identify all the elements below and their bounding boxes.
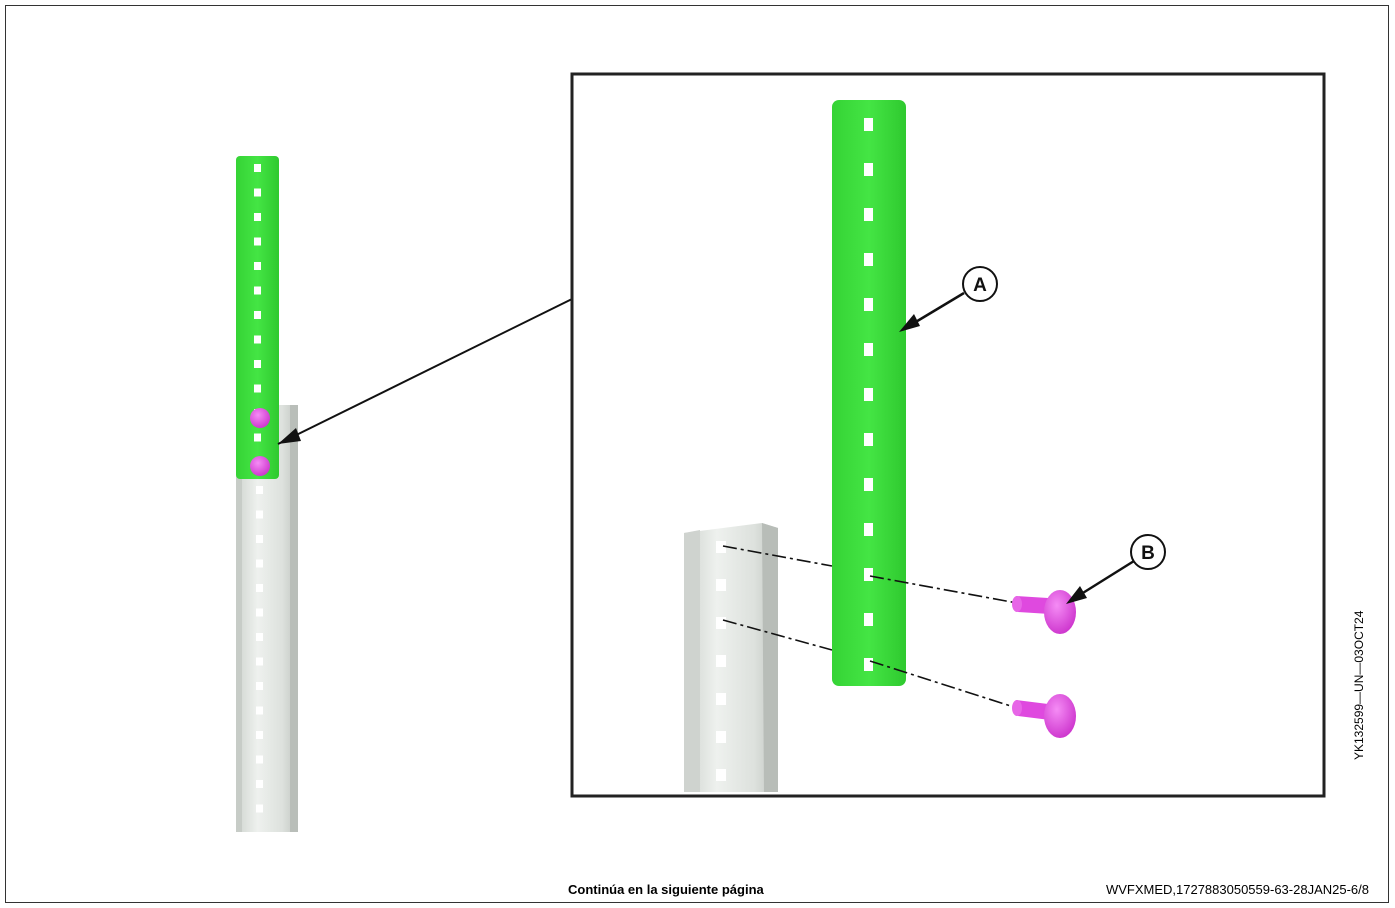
figure-id: YK132599—UN—03OCT24: [1352, 610, 1366, 760]
detail-post-hole: [716, 655, 726, 667]
post-hole: [256, 486, 263, 494]
page-frame: [5, 5, 1389, 903]
strip-hole: [254, 286, 261, 295]
detail-strip-hole: [864, 523, 873, 536]
post-hole: [256, 559, 263, 568]
post-hole: [256, 731, 263, 739]
strip-hole: [254, 433, 261, 442]
detail-strip-hole: [864, 568, 873, 581]
strip-hole: [254, 311, 261, 319]
strip-hole: [254, 164, 261, 172]
post-hole: [256, 633, 263, 641]
zoom-leader-arrowhead: [278, 428, 301, 444]
rivet-upper: [250, 408, 270, 428]
detail-post-hole: [716, 541, 726, 553]
strip-hole: [254, 262, 261, 270]
detail-rivet-upper: [1012, 590, 1076, 634]
callout-b-label: B: [1141, 543, 1155, 564]
alignment-line-lower-back: [722, 619, 833, 651]
callout-b-arrowhead: [1066, 586, 1087, 604]
detail-strip-hole: [864, 163, 873, 176]
strip-hole: [254, 237, 261, 246]
detail-post-hole: [716, 693, 726, 705]
callout-a-label: A: [973, 275, 987, 296]
detail-strip-hole: [864, 658, 873, 671]
zoom-leader-line: [277, 298, 573, 445]
post-hole: [256, 780, 263, 788]
detail-strip-hole: [864, 388, 873, 401]
rivet-lower: [250, 456, 270, 476]
post-hole: [256, 706, 263, 715]
document-code: WVFXMED,1727883050559-63-28JAN25-6/8: [1105, 882, 1369, 897]
alignment-line-upper-back: [722, 545, 833, 567]
detail-strip-hole: [864, 298, 873, 311]
detail-post-hole: [716, 579, 726, 591]
strip-hole: [254, 360, 261, 368]
detail-post: [684, 523, 778, 792]
strip-hole: [254, 335, 261, 344]
callout-b-circle: [1130, 534, 1166, 570]
post-hole: [256, 535, 263, 543]
strip-holes: [254, 164, 261, 466]
detail-strip-holes: [864, 118, 873, 671]
detail-strip-hole: [864, 208, 873, 221]
detail-strip-hole: [864, 343, 873, 356]
callout-a-circle: [962, 266, 998, 302]
overview-assembly: [236, 156, 298, 832]
post-hole: [256, 682, 263, 690]
detail-rivet-lower: [1012, 694, 1076, 738]
detail-post-holes: [716, 541, 726, 781]
alignment-line-lower-front: [869, 660, 1018, 709]
post-hole: [256, 608, 263, 617]
post-holes: [256, 486, 263, 813]
post-hole: [256, 804, 263, 813]
detail-post-hole: [716, 731, 726, 743]
strip-hole: [254, 384, 261, 393]
post-hole: [256, 584, 263, 592]
strip-hole: [254, 188, 261, 197]
detail-assembly: A B: [684, 100, 1166, 792]
detail-strip-hole: [864, 478, 873, 491]
detail-post-hole: [716, 769, 726, 781]
post-hole: [256, 510, 263, 519]
callout-a-arrowhead: [899, 314, 920, 332]
detail-strip-hole: [864, 253, 873, 266]
post-hole: [256, 755, 263, 764]
detail-post-hole: [716, 617, 726, 629]
continue-note: Continúa en la siguiente página: [568, 882, 764, 897]
detail-strip-hole: [864, 118, 873, 131]
detail-strip-hole: [864, 433, 873, 446]
strip-hole: [254, 213, 261, 221]
post-hole: [256, 657, 263, 666]
detail-strip-hole: [864, 613, 873, 626]
